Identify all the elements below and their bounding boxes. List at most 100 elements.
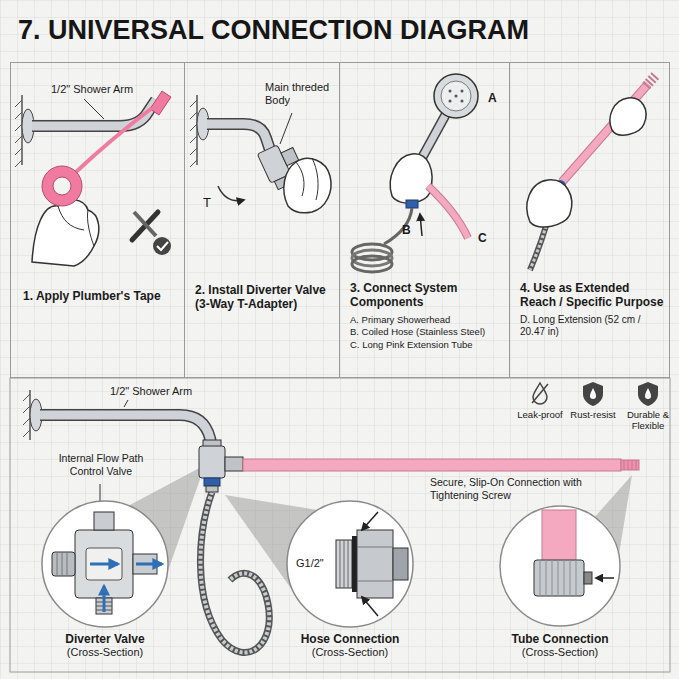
cross-section-art <box>42 501 168 627</box>
step1-art <box>84 99 104 119</box>
assembly-art <box>204 478 220 486</box>
feature-label: Leak-proof <box>512 409 568 420</box>
cross-section-art <box>357 530 393 598</box>
cross-section-art <box>90 563 118 566</box>
cross-section-art <box>42 501 621 627</box>
step3-art <box>428 186 468 238</box>
cross-section-art <box>136 563 162 566</box>
step2-art <box>207 124 270 150</box>
cross-section-art <box>362 597 378 616</box>
assembly-art <box>199 446 225 478</box>
step4-art <box>562 84 648 182</box>
cross-section-art <box>352 536 357 592</box>
circle-outline <box>42 501 168 627</box>
step-panel: 1/2" Shower Arm 1. Apply Plumber's Tape <box>10 62 185 378</box>
detail-circle: G1/2" Hose Connection(Cross-Section) <box>286 500 414 668</box>
diagram-title: 7. UNIVERSAL CONNECTION DIAGRAM <box>18 14 529 46</box>
detail-frame <box>10 378 670 672</box>
cross-section-art <box>94 512 114 530</box>
step1-art <box>153 237 171 255</box>
step1-art <box>150 91 171 115</box>
detail-circle: Diverter Valve(Cross-Section) <box>41 500 169 668</box>
cross-section-art <box>542 510 576 562</box>
thread-size: G1/2" <box>296 557 336 570</box>
cross-section-art <box>393 548 408 580</box>
step1-art <box>15 100 22 167</box>
step-caption: 4. Use as Extended Reach / Specific Purp… <box>520 281 666 310</box>
step2-art <box>207 124 270 150</box>
assembly-art <box>200 492 269 653</box>
cross-section-art <box>540 560 576 596</box>
feature-icons <box>532 384 548 403</box>
feature-icons <box>590 388 596 399</box>
step3-art <box>441 81 471 111</box>
cross-section-art <box>534 560 584 596</box>
cross-section-art <box>362 512 378 530</box>
step1-art <box>157 242 168 250</box>
cross-section-art <box>499 505 621 627</box>
cross-section-art <box>596 577 614 579</box>
part-label: 1/2" Shower Arm <box>51 83 161 96</box>
component-item: C. Long Pink Extension Tube <box>350 339 504 350</box>
circle-outline <box>287 501 413 627</box>
detail-subtitle: (Cross-Section) <box>41 646 169 659</box>
cross-section-art <box>357 547 393 581</box>
step3-art <box>449 100 452 103</box>
feature-icons <box>638 382 658 406</box>
step1-art <box>53 177 71 195</box>
detail-title: Hose Connection <box>286 632 414 646</box>
part-label: Internal Flow Path Control Valve <box>45 452 157 477</box>
assembly-art <box>206 486 218 492</box>
step2-art <box>284 158 331 212</box>
feature-icons <box>533 383 547 404</box>
cross-section-art <box>340 540 348 588</box>
step3-art <box>434 74 478 118</box>
step1-art <box>134 212 156 236</box>
step1-art <box>32 100 156 126</box>
cross-section-art <box>287 501 413 627</box>
step3-art <box>461 90 464 93</box>
step2-art <box>190 95 331 213</box>
detail-circle: Tube Connection(Cross-Section) <box>499 505 621 668</box>
step-panel: Main threded BodyT2. Install Diverter Va… <box>185 62 340 378</box>
cross-section-art <box>336 540 352 588</box>
step3-art <box>420 214 422 236</box>
detail-title: Tube Connection <box>499 632 621 646</box>
detail-subtitle: (Cross-Section) <box>286 646 414 659</box>
part-label: Main threded Body <box>265 81 337 107</box>
assembly-art <box>124 400 128 407</box>
component-item: B. Coiled Hose (Stainless Steel) <box>350 326 504 337</box>
detail-title: Diverter Valve <box>41 632 169 646</box>
assembly-art <box>621 460 639 470</box>
step-caption: 1. Apply Plumber's Tape <box>23 289 181 303</box>
part-label: Secure, Slip-On Connection with Tighteni… <box>430 476 595 501</box>
step3-art <box>406 200 418 208</box>
step-caption: 3. Connect System Components <box>350 281 504 310</box>
step1-art <box>58 206 94 246</box>
assembly-art <box>243 459 621 471</box>
step1-art <box>32 100 156 126</box>
cross-section-art <box>103 586 106 612</box>
step3-art <box>461 100 464 103</box>
circle-outline <box>500 506 620 626</box>
feature-label: Rust-resist <box>565 409 621 420</box>
cross-section-art <box>57 552 67 576</box>
step1-art <box>15 91 171 266</box>
step3-art <box>352 256 392 272</box>
assembly-art <box>200 492 269 653</box>
step4-art <box>562 84 648 182</box>
step4-art <box>530 226 546 270</box>
step3-art <box>428 186 468 238</box>
feature-label: Durable & Flexible <box>621 409 675 432</box>
step-panel: 4. Use as Extended Reach / Specific Purp… <box>510 62 670 378</box>
step4-art <box>646 75 656 86</box>
step3-art <box>449 90 452 93</box>
step1-art <box>32 200 99 266</box>
component-item: D. Long Extension (52 cm / 20.47 in) <box>520 314 666 338</box>
component-item: A. Primary Showerhead <box>350 314 504 325</box>
feature-icons <box>645 388 651 399</box>
feature-icons <box>583 382 603 406</box>
step2-art <box>280 113 292 144</box>
